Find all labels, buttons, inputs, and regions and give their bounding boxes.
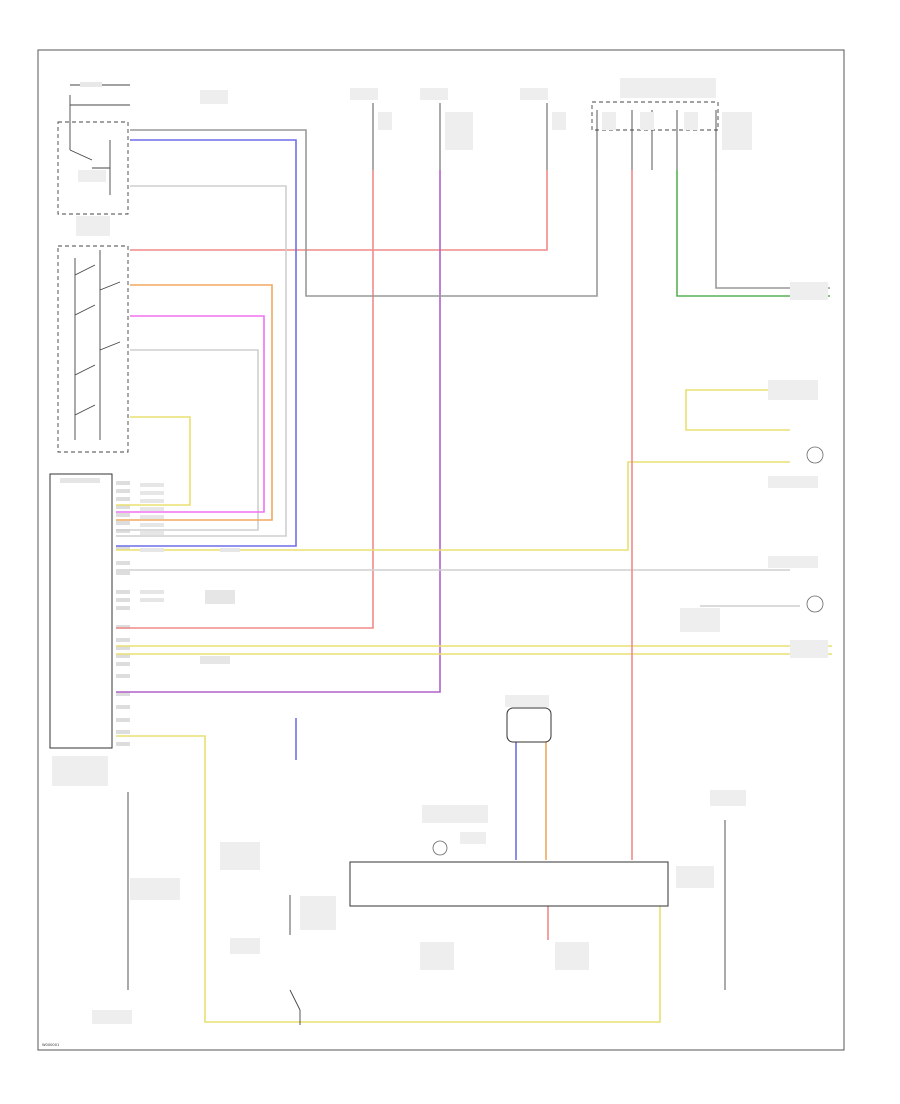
switch-stack-labels — [76, 82, 228, 236]
wire-labels — [140, 483, 240, 664]
leveling-connector-label — [505, 695, 549, 707]
sheet-id: W000001 — [42, 1043, 59, 1047]
wire-lightgray-1 — [116, 185, 287, 537]
label-hot-at-all-times-2 — [420, 88, 448, 100]
switch-dashed-box-upper — [57, 121, 129, 215]
headlamp-switch-group — [57, 82, 228, 453]
wire-yellow-switch — [116, 416, 191, 506]
wire-green — [676, 170, 830, 297]
light-switch-module-caption — [52, 756, 108, 786]
headlamp-bulb-icon — [432, 840, 448, 856]
label-fog-lamp-switch — [78, 170, 106, 182]
wire-blue — [116, 139, 297, 547]
wire-lightgray-2 — [116, 349, 259, 531]
wire-violet — [116, 170, 441, 693]
fuse-labels — [378, 112, 752, 150]
headlamp-module-labels — [92, 790, 746, 1024]
label-fog-switch — [80, 82, 102, 87]
leveling-connector — [506, 707, 552, 743]
diagram-frame — [37, 49, 845, 1051]
label-hot-at-all-times-3 — [520, 88, 548, 100]
left-headlamp-module — [349, 861, 669, 907]
light-switch-module-label — [60, 478, 100, 483]
right-rear-lamp-icon — [806, 595, 824, 613]
label-fog-lamp-note — [200, 90, 228, 104]
label-headlamp-switch — [76, 216, 110, 236]
wire-red-headlamp — [130, 170, 548, 251]
fuse-panel-dashed — [591, 101, 719, 131]
wire-gray-fog — [130, 129, 598, 297]
wire-gray-right — [715, 170, 830, 289]
left-front-fog-lamp-icon — [806, 446, 824, 464]
light-switch-module — [49, 473, 113, 749]
label-hot-at-all-times-1 — [350, 88, 378, 100]
wire-orange — [116, 284, 273, 521]
wire-yellow-right-fog — [685, 389, 800, 431]
switch-dashed-box-lower — [57, 245, 129, 453]
right-side-labels — [680, 282, 828, 658]
fuse-column-labels — [350, 78, 716, 100]
fuse-drops — [372, 103, 717, 170]
bottom-left-lines — [127, 792, 726, 1025]
module-pin-codes — [116, 481, 130, 746]
wire-yellow-bottom — [116, 735, 661, 1023]
wire-yellow-front-fog — [116, 461, 790, 551]
label-fuse-relay-panel — [620, 78, 716, 98]
wire-red-main — [116, 170, 374, 629]
wire-pink — [116, 315, 265, 513]
